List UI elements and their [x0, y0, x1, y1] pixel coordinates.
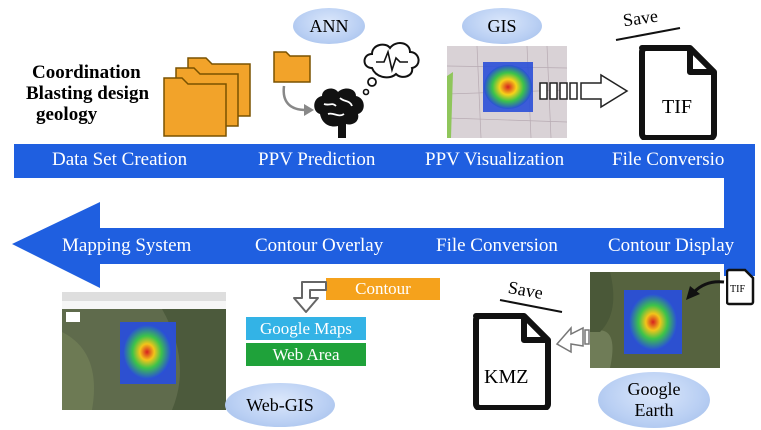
thought-bubble-icon — [362, 42, 420, 96]
input-line-coordination: Coordination — [32, 62, 141, 83]
gis-badge: GIS — [462, 8, 542, 44]
step-contour-overlay: Contour Overlay — [255, 235, 384, 256]
inputs-text: Coordination Blasting design geology — [26, 62, 149, 125]
bottom-flow-arrow — [12, 202, 755, 288]
save-underline-top — [615, 27, 681, 41]
tif-small-icon — [726, 268, 755, 306]
save-underline-bottom — [499, 299, 563, 313]
web-map-screenshot — [62, 292, 226, 410]
kmz-label: KMZ — [484, 366, 529, 388]
arrow-left-icon — [555, 326, 590, 354]
contour-down-arrow — [293, 281, 327, 313]
ann-badge: ANN — [293, 8, 365, 44]
step-ppv-visualization: PPV Visualization — [425, 149, 565, 170]
folder-stack-icon — [163, 57, 251, 137]
step-contour-display: Contour Display — [608, 235, 735, 256]
document-icon — [639, 45, 717, 140]
step-file-conversion-top: File Conversion — [612, 149, 734, 170]
arrow-right-icon — [539, 73, 629, 109]
webgis-badge: Web-GIS — [225, 383, 335, 427]
step-data-set-creation: Data Set Creation — [52, 149, 188, 170]
top-flow-band — [14, 144, 755, 178]
kmz-document-icon — [473, 313, 551, 410]
curved-arrow-icon — [282, 85, 314, 116]
google-earth-badge: Google Earth — [598, 372, 710, 428]
web-area-label: Web Area — [246, 343, 366, 366]
tif-small-label: TIF — [730, 284, 745, 295]
step-mapping-system: Mapping System — [62, 235, 192, 256]
input-line-geology: geology — [36, 104, 98, 125]
step-ppv-prediction: PPV Prediction — [258, 149, 376, 170]
google-maps-label: Google Maps — [246, 317, 366, 340]
brain-icon — [314, 88, 364, 138]
step-file-conversion-bottom: File Conversion — [436, 235, 558, 256]
tif-label: TIF — [662, 96, 692, 118]
input-line-blasting-design: Blasting design — [26, 83, 150, 104]
contour-label: Contour — [326, 278, 440, 300]
google-earth-map — [590, 272, 720, 368]
tif-to-earth-arrow — [686, 280, 725, 300]
folder-icon — [273, 51, 311, 83]
